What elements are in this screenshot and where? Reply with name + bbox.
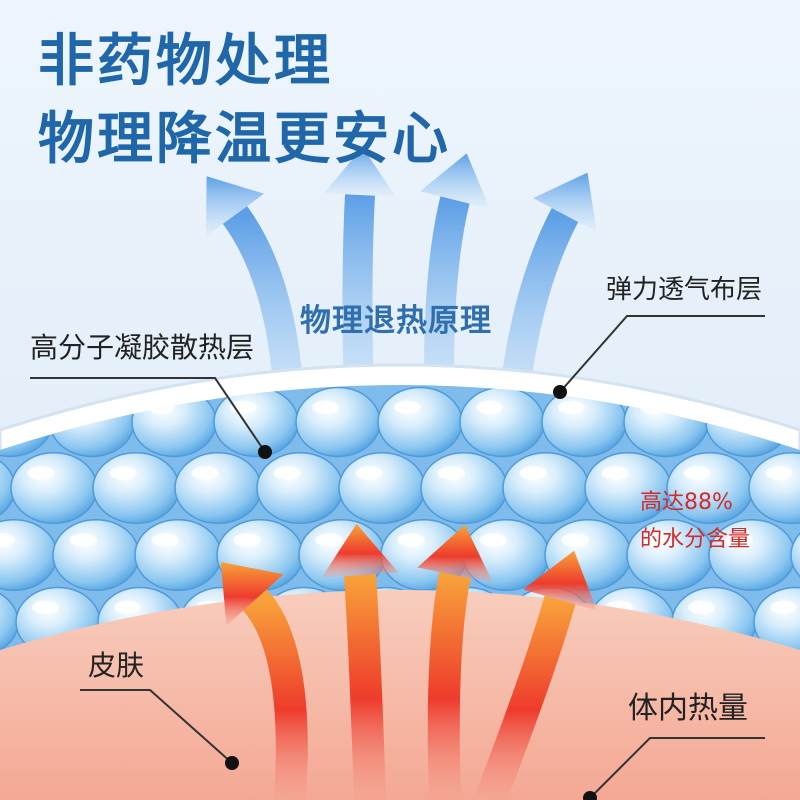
water-content-line-1: 高达88% xyxy=(640,490,733,515)
headline-line-1: 非药物处理 xyxy=(38,29,333,94)
gel-bubble xyxy=(502,451,590,525)
fabric-callout-line xyxy=(559,315,765,393)
gel-bubble xyxy=(256,451,344,525)
heat-arrow xyxy=(220,561,308,800)
gel-bubble xyxy=(134,518,222,592)
heat-arrow xyxy=(321,523,399,800)
gel-bubble xyxy=(92,451,180,525)
gel-bubble xyxy=(10,451,98,525)
gel-bubble xyxy=(52,518,140,592)
heat-arrow xyxy=(475,550,597,800)
gel-bubble xyxy=(420,451,508,525)
gel-bubble xyxy=(459,386,545,458)
gel-bubble xyxy=(748,451,800,525)
heat-callout-line xyxy=(589,737,765,799)
gel-bubble xyxy=(213,386,299,458)
skin-callout-dot xyxy=(225,756,239,770)
skin-callout-line xyxy=(80,689,233,764)
heat-callout-dot xyxy=(583,791,597,800)
principle-label: 物理退热原理 xyxy=(300,303,492,339)
body-heat-label: 体内热量 xyxy=(628,691,748,726)
gel-layer-label: 高分子凝胶散热层 xyxy=(30,331,255,364)
gel-bubble xyxy=(174,451,262,525)
fabric-layer-label: 弹力透气布层 xyxy=(606,275,763,305)
body-heat-arrows xyxy=(220,523,597,800)
gel-bubble xyxy=(790,518,800,592)
heat-arrow xyxy=(417,524,493,800)
gel-bubble xyxy=(338,451,426,525)
callout-lines xyxy=(30,315,765,799)
gel-callout-line xyxy=(30,377,266,453)
gel-callout-dot xyxy=(258,445,272,459)
skin-label: 皮肤 xyxy=(88,649,145,682)
fabric-callout-dot xyxy=(553,385,567,399)
water-content-line-2: 的水分含量 xyxy=(640,527,751,552)
gel-bubble xyxy=(377,386,463,458)
skin-layer xyxy=(0,590,800,800)
gel-bubble xyxy=(295,386,381,458)
headline-line-2: 物理降温更安心 xyxy=(38,107,451,172)
